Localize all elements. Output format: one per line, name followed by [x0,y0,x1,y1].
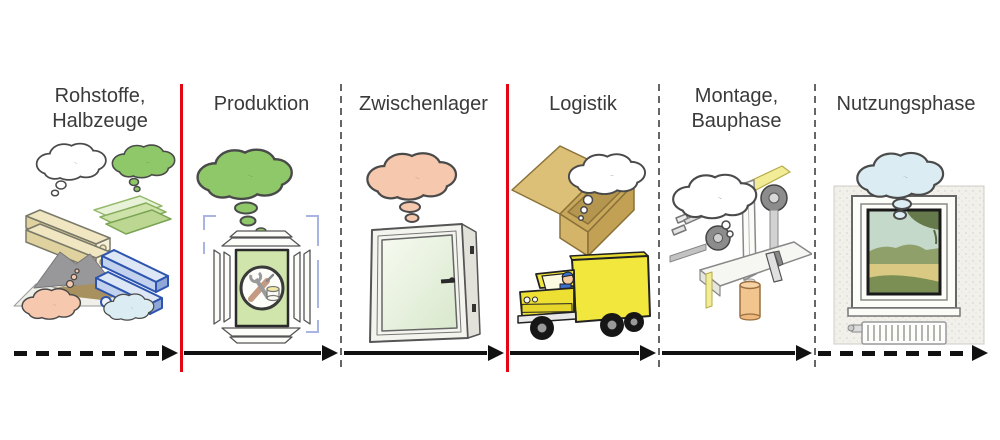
phase-title-montage: Montage, Bauphase [659,84,814,134]
arrowhead-icon [488,345,504,361]
phase-title-nutzungsphase: Nutzungsphase [816,92,996,117]
timeline-segment-produktion [184,345,338,361]
phase-title-produktion: Produktion [184,92,339,117]
thought-cloud-green-icon [111,144,176,193]
thought-cloud-pink-icon [368,154,454,223]
thought-cloud-white-icon [674,176,755,238]
timeline-segment-montage [662,345,812,361]
arrowhead-icon [640,345,656,361]
window-sill [847,307,961,317]
window-handle-icon [440,277,456,284]
illustration-logistik [511,145,651,340]
timeline-segment-rohstoffe [14,345,178,361]
radiator-icon [847,321,947,345]
title-line: Halbzeuge [52,110,148,132]
thought-cloud-blue-icon [858,154,942,220]
arrowhead-icon [322,345,338,361]
divider-dashed-after-montage [814,84,816,372]
title-line: Bauphase [691,110,782,132]
divider-red-after-zwischenlager [506,84,509,372]
illustration-zwischenlager [346,146,481,343]
thought-cloud-green-icon [199,151,291,235]
title-line: Zwischenlager [359,93,488,115]
sealant-can-icon [739,278,761,321]
phase-title-logistik: Logistik [508,92,658,117]
phase-title-rohstoffe: Rohstoffe, Halbzeuge [10,84,190,134]
illustration-montage [669,165,812,321]
delivery-truck-icon [517,251,651,340]
title-line: Nutzungsphase [836,93,976,115]
arrowhead-icon [796,345,812,361]
window-landscape-view [868,210,940,294]
knife-icon [765,250,784,283]
tape-roll-icon [760,184,788,253]
title-line: Montage, [694,85,779,107]
timeline-segment-nutzungsphase [818,345,988,361]
glass-panes-icon [93,195,172,235]
thought-cloud-pink-icon [21,268,82,320]
assembly-brackets-icon [203,215,319,333]
divider-dashed-after-logistik [658,84,660,372]
title-line: Rohstoffe, [54,85,146,107]
tape-roll-icon [669,225,731,263]
divider-dashed-after-produktion [340,84,342,372]
divider-red-after-rohstoffe [180,84,183,372]
arrowhead-icon [162,345,178,361]
phase-title-zwischenlager: Zwischenlager [341,92,506,117]
illustration-nutzungsphase [833,146,985,345]
timeline-segment-zwischenlager [344,345,504,361]
illustration-rohstoffe [13,142,176,321]
illustration-produktion [188,142,319,344]
arrowhead-icon [972,345,988,361]
thought-cloud-white-icon [567,153,647,222]
open-window-icon [369,223,481,343]
title-line: Produktion [213,93,310,115]
tools-circle-icon [239,265,285,311]
timeline-segment-logistik [510,345,656,361]
thought-cloud-white-icon [35,142,107,197]
title-line: Logistik [549,93,617,115]
